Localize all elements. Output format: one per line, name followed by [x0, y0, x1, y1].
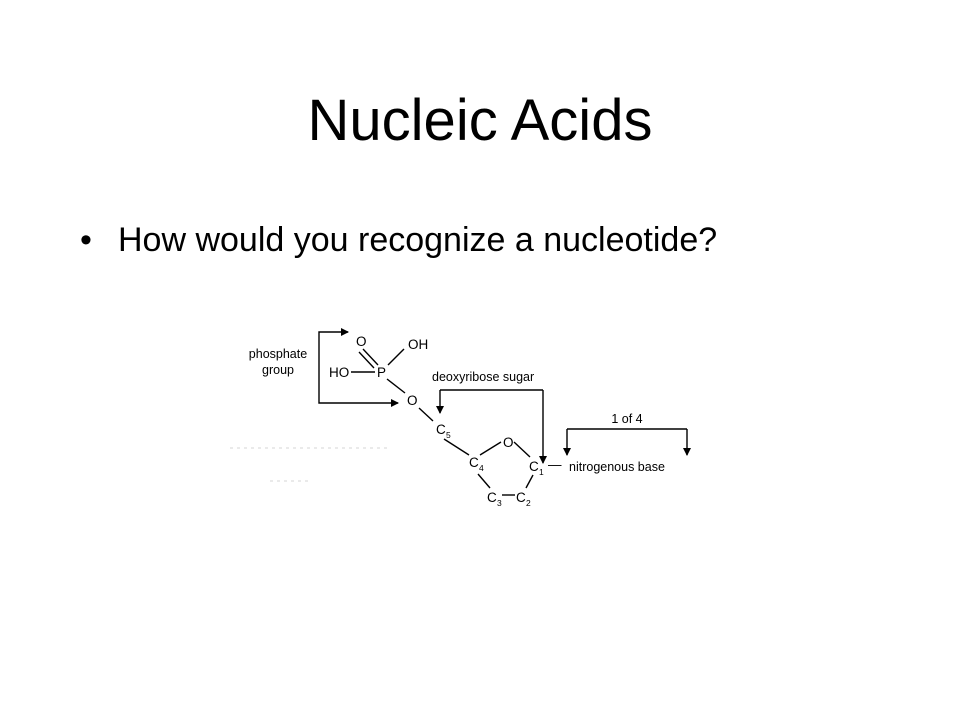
atom-o-link: O	[407, 393, 418, 408]
atom-c5: C	[436, 422, 446, 437]
bond-p-o-link	[386, 378, 406, 394]
bullet-text: How would you recognize a nucleotide?	[118, 221, 718, 259]
atom-c1: C	[529, 459, 539, 474]
slide-title: Nucleic Acids	[307, 88, 653, 153]
bullet-item: • How would you recognize a nucleotide?	[80, 218, 717, 262]
nucleotide-diagram: phosphate group O OH HO P O deoxyribose …	[230, 328, 691, 508]
atom-oh: OH	[408, 337, 428, 352]
bullet-symbol: •	[80, 221, 92, 259]
count-label: 1 of 4	[611, 412, 642, 426]
atom-c5-subscript: 5	[446, 430, 451, 440]
bond-c5-c4	[443, 438, 470, 456]
bond-p-o-double-1	[362, 348, 379, 366]
atom-c3-subscript: 3	[497, 498, 502, 508]
atom-c2: C	[516, 490, 526, 505]
atom-c4-subscript: 4	[479, 463, 484, 473]
phosphate-label-line1: phosphate	[249, 347, 307, 361]
phosphate-bracket-arrow-bottom	[318, 362, 399, 407]
nitrogenous-base-label: nitrogenous base	[569, 460, 665, 474]
phosphate-bracket-arrow-top	[318, 328, 349, 362]
phosphate-label-line2: group	[262, 363, 294, 377]
atom-o-ring: O	[503, 435, 514, 450]
bond-c4-c3	[477, 473, 491, 489]
bond-p-o-double-2	[358, 351, 375, 369]
sugar-label: deoxyribose sugar	[432, 370, 534, 384]
atom-ho: HO	[329, 365, 349, 380]
atom-c1-subscript: 1	[539, 467, 544, 477]
bond-o-c5	[418, 407, 434, 422]
bond-p-oh	[387, 348, 405, 366]
atom-c4: C	[469, 455, 479, 470]
atom-c3: C	[487, 490, 497, 505]
atom-base-bond: —	[548, 457, 562, 472]
atom-o-top: O	[356, 334, 367, 349]
atom-p: P	[377, 365, 386, 380]
bond-o-c1	[513, 441, 531, 458]
atom-c2-subscript: 2	[526, 498, 531, 508]
bond-c4-o	[479, 441, 502, 456]
bond-c2-c1	[525, 474, 534, 489]
